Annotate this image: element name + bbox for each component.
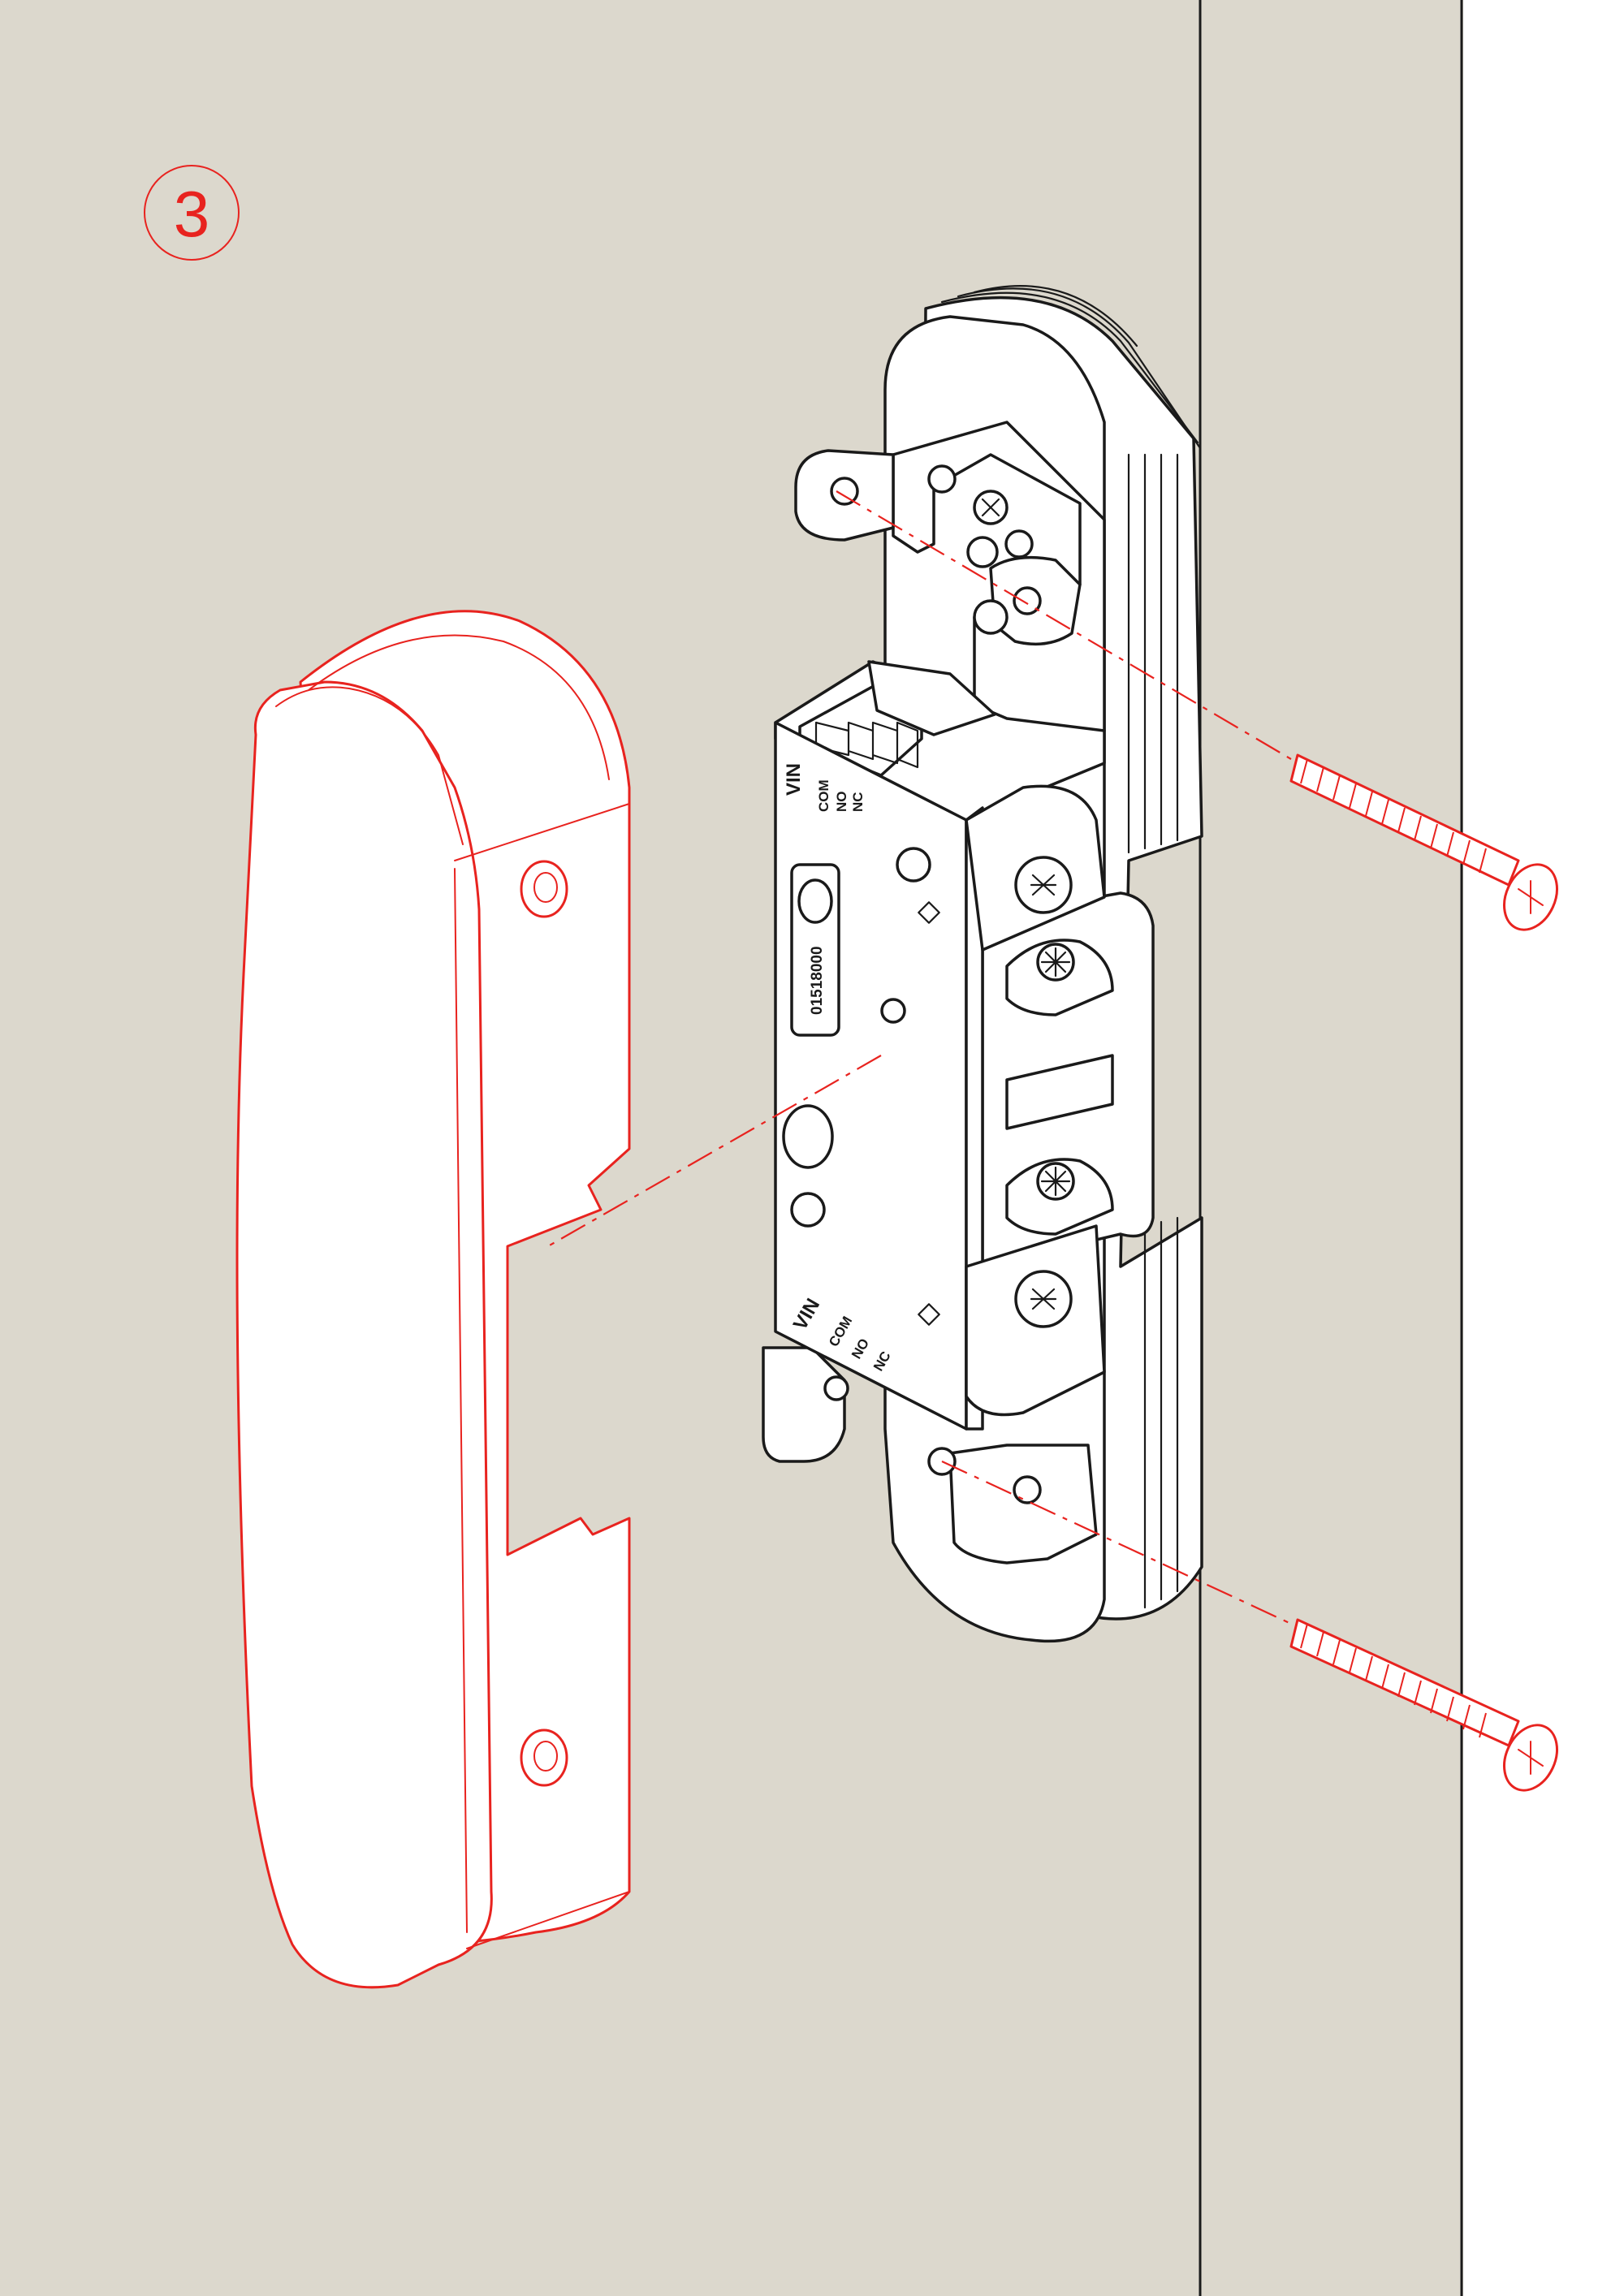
screw-bottom-thread [1300, 1623, 1487, 1738]
screw-bottom [1289, 1618, 1558, 1792]
front-diamond-bottom [918, 1303, 940, 1326]
page-margin [1463, 0, 1624, 2296]
door-frame-jamb [1200, 0, 1462, 2296]
model-code: 01518000 [809, 946, 826, 1015]
guide-line-top-screw [836, 490, 1292, 760]
model-plate-hole [797, 878, 833, 924]
cover-front-face [235, 680, 493, 1989]
top-bracket-hole-4 [973, 599, 1009, 635]
cover-top-fillet [308, 634, 610, 780]
front-diamond-top [918, 901, 940, 924]
screw-top [1289, 753, 1558, 931]
keeper-center-slot [1005, 1054, 1114, 1130]
top-bracket-hole-2 [966, 536, 999, 568]
step-circle [144, 165, 240, 261]
cover-screw-hole-bottom-inner [533, 1741, 558, 1772]
cover-screw-hole-top [520, 860, 568, 918]
strike-keeper [981, 891, 1155, 1268]
front-hole-top-right [896, 847, 931, 883]
bottom-bracket-tab-hole [1013, 1475, 1042, 1504]
terminal-cover-flap [867, 660, 996, 736]
terminal-label-no-top: NO [834, 792, 849, 813]
front-hole-center [880, 998, 906, 1024]
bottom-bracket-left-ear [762, 1346, 846, 1463]
screw-top-cross-icon [1518, 880, 1544, 914]
guide-line-bottom-screw [941, 1461, 1292, 1625]
step-indicator: 3 [144, 165, 240, 261]
bottom-bracket-left-ear-hole [823, 1375, 849, 1401]
top-bracket-hole-3 [1004, 529, 1034, 559]
keeper-upper-screw-star-icon [1040, 947, 1071, 978]
bottom-bracket [762, 1346, 1098, 1564]
cover-top-corner-line [454, 803, 630, 861]
strike-module: VIN COM NO NC 01518000 VIN COM NO NC [774, 660, 1106, 1431]
cover-edge-highlight-top [275, 686, 464, 845]
cover-faceplate [235, 610, 631, 1989]
top-bracket-left-ear-hole [830, 477, 859, 506]
terminal-label-com-top: COM [816, 779, 831, 812]
front-hole-lower [790, 1192, 826, 1228]
guide-line-cover [547, 1055, 882, 1247]
cover-screw-hole-top-inner [533, 872, 558, 903]
cover-bottom-corner-line [466, 1891, 630, 1949]
back-plate-layer-lines [940, 285, 1202, 1609]
top-screw-cross-icon [981, 498, 1000, 517]
top-bracket-hole-1 [927, 464, 957, 494]
bottom-bracket-tab [948, 1444, 1098, 1564]
cover-edge-highlight-side [454, 868, 468, 1933]
keeper-lower-screw-star-icon [1040, 1166, 1071, 1197]
screw-top-thread [1300, 758, 1487, 874]
cover-screw-hole-bottom [520, 1728, 568, 1787]
step-number: 3 [174, 178, 210, 250]
terminal-slots [814, 721, 919, 769]
screw-bottom-cross-icon [1518, 1741, 1544, 1775]
terminal-label-nc-top: NC [850, 792, 866, 812]
top-bracket-right-ear-hole [1013, 586, 1042, 615]
terminal-label-vin-top: VIN [783, 763, 805, 796]
front-hole-large [782, 1104, 834, 1169]
latch-screw-top-cross-icon [1030, 874, 1057, 896]
latch-screw-bottom-cross-icon [1030, 1288, 1057, 1310]
